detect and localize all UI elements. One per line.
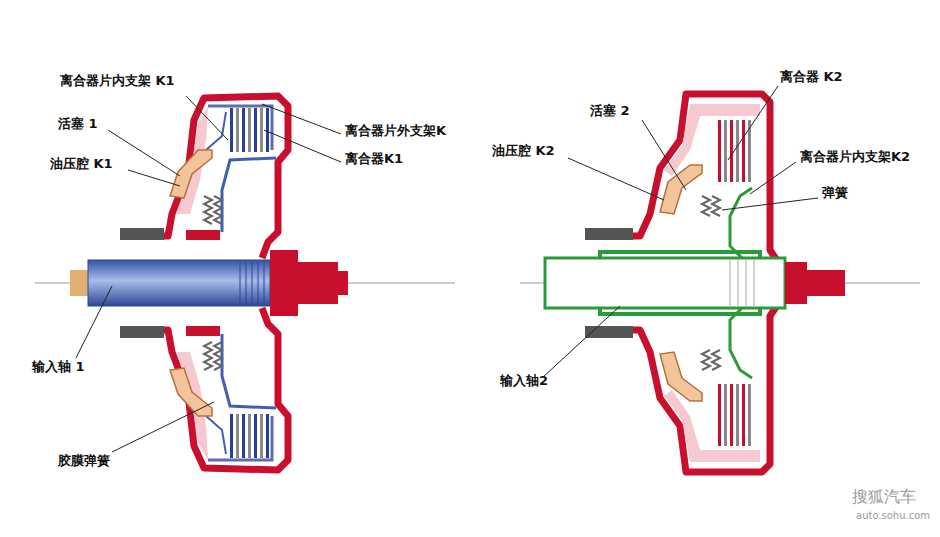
part-label: 离合器片内支架 K1: [60, 74, 175, 89]
leader-lines: [76, 86, 818, 452]
part-label: 离合器 K2: [780, 70, 843, 85]
watermark: auto.sohu.com: [856, 510, 930, 522]
part-label: 输入轴2: [500, 374, 548, 389]
watermark: 搜狐汽车: [852, 488, 916, 506]
part-label: 弹簧: [822, 186, 848, 201]
part-label: 胶膜弹簧: [58, 454, 110, 469]
part-label: 输入轴 1: [32, 360, 85, 375]
part-label: 活塞 1: [58, 117, 98, 132]
part-label: 离合器片外支架K: [345, 124, 446, 139]
part-label: 离合器片内支架K2: [800, 150, 910, 165]
part-label: 油压腔 K2: [492, 144, 555, 159]
part-label: 活塞 2: [590, 104, 630, 119]
part-label: 油压腔 K1: [50, 157, 113, 172]
part-label: 离合器K1: [345, 152, 403, 167]
